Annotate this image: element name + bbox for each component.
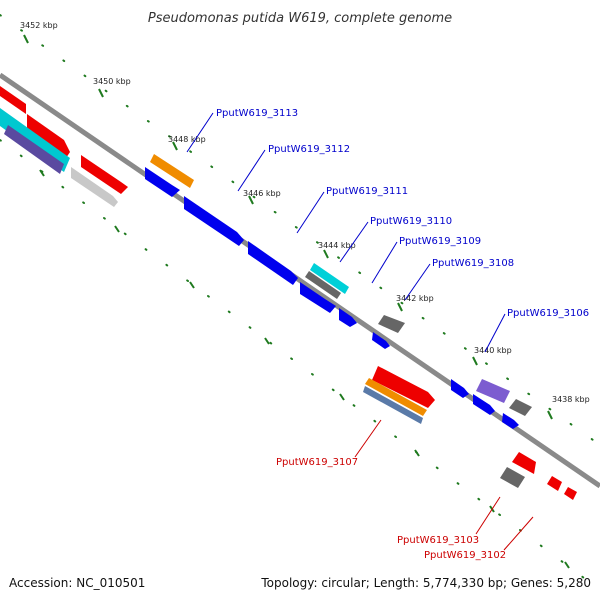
forward-gene-labels: PputW619_3113 PputW619_3112 PputW619_311… [216, 108, 589, 319]
kbp-labels: 3452 kbp 3450 kbp 3448 kbp 3446 kbp 3444… [20, 21, 590, 404]
cds-feature [184, 196, 244, 246]
major-ticks [23, 34, 570, 569]
gene-label: PputW619_3111 [326, 186, 408, 197]
cds-feature [512, 452, 536, 474]
forward-leaders [186, 112, 506, 353]
forward-features [0, 86, 532, 429]
gene-label: PputW619_3113 [216, 108, 298, 119]
cds-feature [310, 263, 349, 294]
cds-feature [502, 413, 519, 429]
kbp-label: 3448 kbp [168, 135, 206, 144]
gene-label: PputW619_3110 [370, 216, 452, 227]
kbp-label: 3442 kbp [396, 294, 434, 303]
accession-text: Accession: NC_010501 [9, 576, 145, 590]
kbp-label: 3450 kbp [93, 77, 131, 86]
gene-label: PputW619_3108 [432, 258, 514, 269]
cds-feature [145, 167, 180, 197]
cds-feature [300, 282, 336, 313]
kbp-label: 3446 kbp [243, 189, 281, 198]
cds-feature [305, 271, 341, 299]
gene-label: PputW619_3109 [399, 236, 481, 247]
cds-feature [372, 332, 390, 349]
cds-feature [248, 241, 298, 285]
kbp-label: 3444 kbp [318, 241, 356, 250]
cds-feature [473, 394, 495, 415]
cds-feature [81, 155, 128, 194]
cds-feature [150, 154, 194, 188]
gene-label: PputW619_3103 [397, 535, 479, 546]
cds-feature [547, 476, 562, 491]
cds-feature [339, 308, 357, 327]
cds-feature [363, 386, 423, 424]
kbp-label: 3438 kbp [552, 395, 590, 404]
summary-text: Topology: circular; Length: 5,774,330 bp… [260, 576, 591, 590]
cds-feature [27, 114, 70, 158]
reverse-features [0, 108, 577, 500]
gene-label: PputW619_3107 [276, 457, 358, 468]
genome-backbone [0, 72, 600, 489]
cds-feature [365, 378, 427, 416]
kbp-label: 3440 kbp [474, 346, 512, 355]
cds-feature [500, 467, 525, 488]
cds-feature [476, 379, 510, 403]
cds-feature [564, 487, 577, 500]
cds-feature [451, 379, 469, 398]
tick-track-outer [0, 14, 600, 446]
gene-label: PputW619_3102 [424, 550, 506, 561]
gene-label: PputW619_3106 [507, 308, 589, 319]
cds-feature [4, 125, 64, 174]
reverse-gene-labels: PputW619_3107 PputW619_3103 PputW619_310… [276, 457, 506, 561]
kbp-label: 3452 kbp [20, 21, 58, 30]
cds-feature [372, 366, 435, 408]
cds-feature [509, 399, 532, 416]
tick-track-inner [0, 139, 600, 591]
cds-feature [378, 315, 405, 333]
gene-label: PputW619_3112 [268, 144, 350, 155]
cds-feature [71, 167, 118, 207]
reverse-leaders [354, 419, 534, 551]
cds-feature [0, 86, 26, 114]
map-title: Pseudomonas putida W619, complete genome [148, 11, 452, 26]
